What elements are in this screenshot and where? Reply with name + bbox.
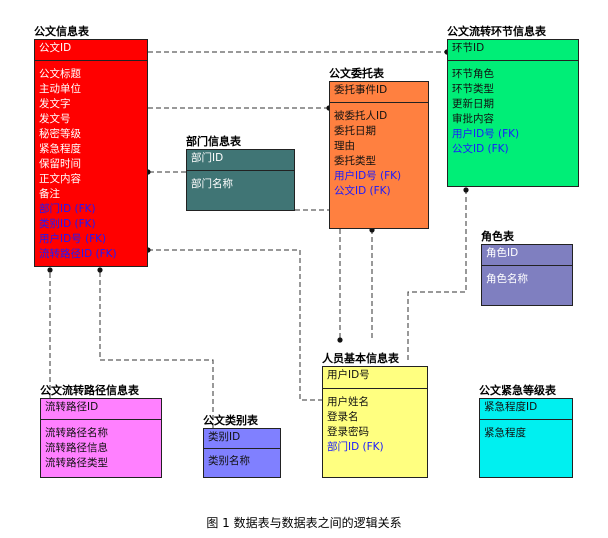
entity-title-lujing: 公文流转路径信息表 <box>40 384 139 397</box>
fk-attr: 部门ID (FK) <box>327 441 384 453</box>
entity-title-bumen: 部门信息表 <box>186 135 241 148</box>
entity-leibie[interactable]: 类别ID 类别名称 <box>203 428 281 478</box>
attr: 正文内容 <box>39 173 81 185</box>
attr: 紧急程度 <box>39 143 81 155</box>
attr: 紧急程度 <box>484 427 526 439</box>
entity-huanjie[interactable]: 环节ID 环节角色 环节类型 更新日期 审批内容 用户ID号 (FK) 公文ID… <box>447 39 579 187</box>
fk-attr: 用户ID号 (FK) <box>334 170 402 182</box>
attr-list: 流转路径名称 流转路径信息 流转路径类型 <box>41 424 161 473</box>
pk-field: 部门ID <box>187 150 294 171</box>
pk-field: 角色ID <box>482 245 572 266</box>
entity-title-huanjie: 公文流转环节信息表 <box>447 25 546 38</box>
fk-attr: 公文ID (FK) <box>334 185 391 197</box>
attr: 委托日期 <box>334 125 376 137</box>
attr: 审批内容 <box>452 113 494 125</box>
attr: 流转路径类型 <box>45 457 108 469</box>
link-end-dot <box>463 187 469 193</box>
pk-field: 紧急程度ID <box>480 399 572 420</box>
attr: 角色名称 <box>486 273 528 285</box>
entity-lujing[interactable]: 流转路径ID 流转路径名称 流转路径信息 流转路径类型 <box>40 398 162 478</box>
attr: 被委托人ID <box>334 110 388 122</box>
entity-gongwen[interactable]: 公文ID 公文标题 主动单位 发文字 发文号 秘密等级 紧急程度 保留时间 正文… <box>34 39 148 267</box>
fk-attr: 部门ID (FK) <box>39 203 96 215</box>
attr: 环节角色 <box>452 68 494 80</box>
attr-list: 公文标题 主动单位 发文字 发文号 秘密等级 紧急程度 保留时间 正文内容 备注… <box>35 65 147 264</box>
link-end-dot <box>47 267 53 273</box>
attr-list: 用户姓名 登录名 登录密码 部门ID (FK) <box>323 393 427 457</box>
attr-list: 角色名称 <box>482 270 572 289</box>
attr: 备注 <box>39 188 60 200</box>
link-renyuan-gongwen <box>148 249 322 401</box>
link-bumen-renyuan <box>295 209 341 340</box>
attr: 流转路径信息 <box>45 442 108 454</box>
entity-title-jinji: 公文紧急等级表 <box>479 384 556 397</box>
attr: 登录密码 <box>327 426 369 438</box>
attr: 保留时间 <box>39 158 81 170</box>
entity-weituo[interactable]: 委托事件ID 被委托人ID 委托日期 理由 委托类型 用户ID号 (FK) 公文… <box>329 81 429 229</box>
attr-list: 紧急程度 <box>480 424 572 443</box>
entity-title-gongwen: 公文信息表 <box>34 25 89 38</box>
pk-field: 类别ID <box>204 429 280 449</box>
pk-field: 环节ID <box>448 40 578 61</box>
fk-attr: 公文ID (FK) <box>452 143 509 155</box>
attr: 用户姓名 <box>327 396 369 408</box>
figure-caption: 图 1 数据表与数据表之间的逻辑关系 <box>206 516 402 530</box>
entity-title-weituo: 公文委托表 <box>329 67 384 80</box>
attr-list: 类别名称 <box>204 452 280 471</box>
entity-bumen[interactable]: 部门ID 部门名称 <box>186 149 295 211</box>
attr: 主动单位 <box>39 83 81 95</box>
attr-list: 环节角色 环节类型 更新日期 审批内容 用户ID号 (FK) 公文ID (FK) <box>448 65 578 159</box>
entity-jinji[interactable]: 紧急程度ID 紧急程度 <box>479 398 573 478</box>
attr: 公文标题 <box>39 68 81 80</box>
attr-list: 部门名称 <box>187 175 294 194</box>
entity-renyuan[interactable]: 用户ID号 用户姓名 登录名 登录密码 部门ID (FK) <box>322 366 428 478</box>
fk-attr: 类别ID (FK) <box>39 218 96 230</box>
link-end-dot <box>337 337 343 343</box>
pk-field: 用户ID号 <box>323 367 427 389</box>
attr: 流转路径名称 <box>45 427 108 439</box>
link-end-dot <box>97 267 103 273</box>
entity-title-juese: 角色表 <box>481 230 514 243</box>
pk-field: 公文ID <box>35 40 147 61</box>
entity-juese[interactable]: 角色ID 角色名称 <box>481 244 573 306</box>
fk-attr: 流转路径ID (FK) <box>39 248 117 260</box>
attr: 类别名称 <box>208 455 250 467</box>
pk-field: 委托事件ID <box>330 82 428 103</box>
attr: 更新日期 <box>452 98 494 110</box>
pk-field: 流转路径ID <box>41 399 161 420</box>
entity-title-renyuan: 人员基本信息表 <box>322 352 399 365</box>
attr: 发文号 <box>39 113 71 125</box>
attr-list: 被委托人ID 委托日期 理由 委托类型 用户ID号 (FK) 公文ID (FK) <box>330 107 428 201</box>
attr: 发文字 <box>39 98 71 110</box>
attr: 部门名称 <box>191 178 233 190</box>
link-leibie-gongwen <box>99 270 214 428</box>
attr: 环节类型 <box>452 83 494 95</box>
attr: 登录名 <box>327 411 359 423</box>
fk-attr: 用户ID号 (FK) <box>39 233 107 245</box>
entity-title-leibie: 公文类别表 <box>203 414 258 427</box>
attr: 秘密等级 <box>39 128 81 140</box>
attr: 委托类型 <box>334 155 376 167</box>
fk-attr: 用户ID号 (FK) <box>452 128 520 140</box>
link-renyuan-huanjie <box>407 190 467 360</box>
attr: 理由 <box>334 140 355 152</box>
